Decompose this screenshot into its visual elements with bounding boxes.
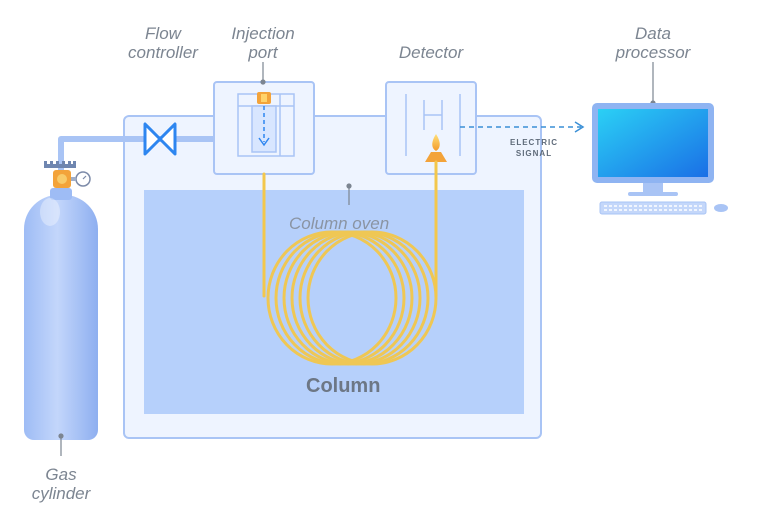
valve-icon <box>143 122 177 156</box>
injection-port-label: Injection port <box>213 24 313 62</box>
flow-controller-label-line2: controller <box>128 43 198 62</box>
column-tubing <box>262 160 438 298</box>
flame-icon <box>425 134 447 162</box>
column-label: Column <box>306 375 381 397</box>
gas-cylinder-label-line2: cylinder <box>31 484 91 503</box>
monitor-icon <box>592 103 714 196</box>
detector-label-line1: Detector <box>398 43 464 62</box>
signal-line <box>460 121 585 133</box>
keyboard-icon <box>599 201 707 215</box>
electric-signal-line1: ELECTRIC <box>510 138 558 147</box>
injection-port-label-line2: port <box>248 43 278 62</box>
gas-cylinder-label-line1: Gas <box>45 465 77 484</box>
data-processor-label-line1: Data <box>635 24 671 43</box>
gas-cylinder-label: Gas cylinder <box>11 465 111 503</box>
data-processor-label-line2: processor <box>615 43 691 62</box>
detector-icon <box>385 81 477 175</box>
gas-cylinder-icon <box>24 188 98 440</box>
flow-controller-label: Flow controller <box>113 24 213 62</box>
detector-label: Detector <box>381 43 481 62</box>
data-processor-label: Data processor <box>603 24 703 62</box>
injector-icon <box>213 81 315 175</box>
flow-controller-label-line1: Flow <box>145 24 181 43</box>
column-coil <box>266 230 438 366</box>
regulator-icon <box>44 161 91 188</box>
column-oven-label: Column oven <box>289 214 390 233</box>
injection-port-label-line1: Injection <box>231 24 295 43</box>
mouse-icon <box>714 204 728 212</box>
leader-lines <box>58 62 656 456</box>
electric-signal-line2: SIGNAL <box>515 149 553 158</box>
electric-signal-label: ELECTRIC SIGNAL <box>510 137 558 159</box>
